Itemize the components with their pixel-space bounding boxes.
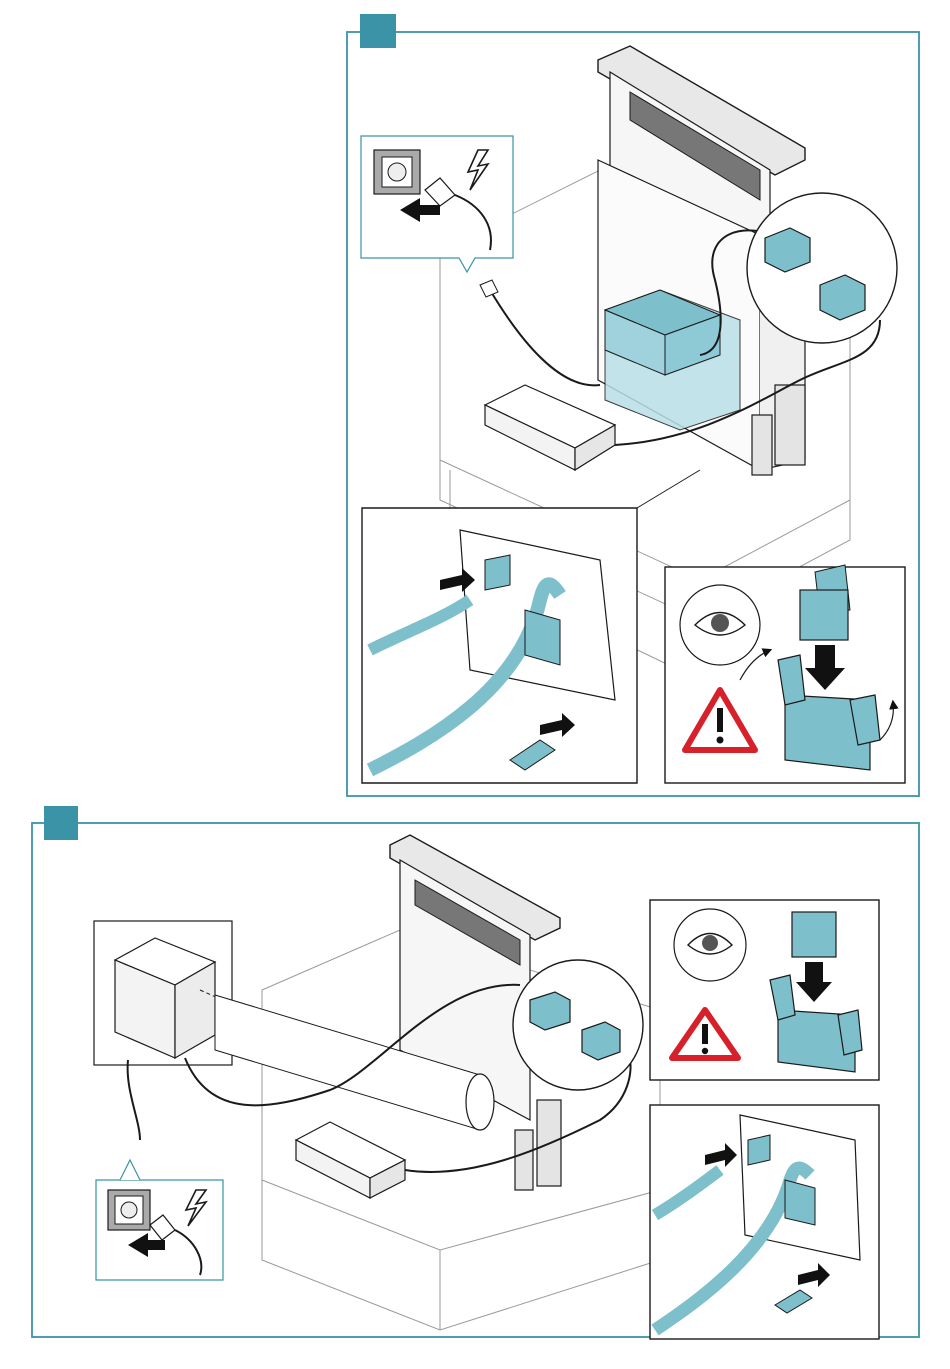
connector-zoom bbox=[747, 193, 897, 343]
connector-zoom bbox=[513, 960, 643, 1090]
detail-box-connection bbox=[362, 470, 700, 783]
detail-box-warning bbox=[665, 565, 905, 783]
step-2-badge bbox=[44, 806, 78, 840]
eye-icon bbox=[680, 585, 760, 665]
detail-box-warning bbox=[650, 900, 879, 1080]
socket-callout bbox=[96, 1160, 223, 1280]
step-2-panel bbox=[32, 806, 919, 1339]
eye-icon bbox=[674, 909, 746, 981]
control-box bbox=[485, 385, 615, 470]
power-socket-icon bbox=[108, 1190, 150, 1230]
step-1-badge bbox=[360, 14, 396, 48]
socket-callout bbox=[361, 136, 513, 272]
power-socket-icon bbox=[374, 150, 420, 194]
plug-icon bbox=[480, 280, 498, 297]
step-1-panel bbox=[347, 14, 919, 796]
detail-box-connection bbox=[650, 1105, 879, 1339]
control-box bbox=[296, 1122, 405, 1198]
